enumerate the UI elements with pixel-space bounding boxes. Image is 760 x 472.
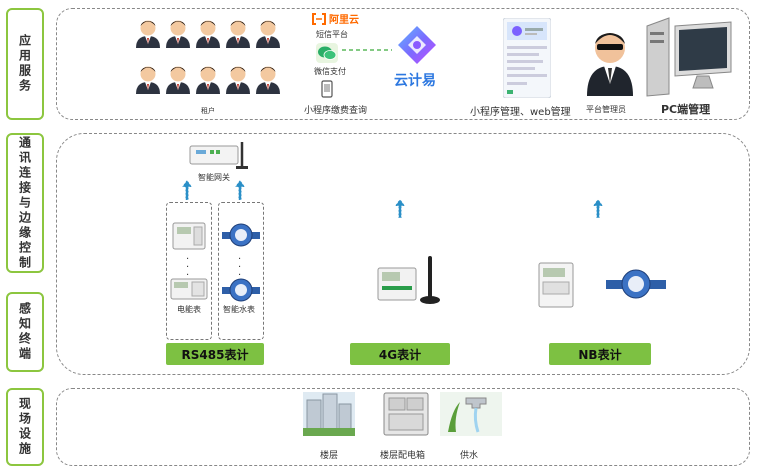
pc-computer-icon bbox=[646, 17, 732, 97]
mini-program-query-label: 小程序缴费查询 bbox=[304, 106, 368, 116]
electric-meter-icon bbox=[170, 278, 208, 300]
electric-meter-icon bbox=[172, 222, 206, 250]
platform-admin-label: 平台管理员 bbox=[586, 105, 626, 114]
sidebar-onsite-label: 现场设施 bbox=[17, 397, 32, 457]
connector-line bbox=[342, 49, 392, 51]
admin-avatar-icon bbox=[587, 33, 633, 96]
aliyun-label: 阿里云 bbox=[329, 15, 359, 26]
sidebar-onsite: 现场设施 bbox=[6, 388, 44, 466]
user-avatar-icon bbox=[226, 66, 250, 94]
arrow-up-icon bbox=[234, 179, 246, 201]
mini-program-screen-icon bbox=[503, 18, 551, 98]
sidebar-app-services-label: 应用服务 bbox=[17, 34, 32, 94]
nb-electric-meter-icon bbox=[538, 262, 574, 308]
users-group bbox=[136, 20, 280, 94]
wechat-pay-label: 微信支付 bbox=[314, 67, 346, 76]
arrow-up-icon bbox=[592, 198, 604, 219]
cloud-brand-label: 云计易 bbox=[394, 73, 436, 89]
sidebar-app-services: 应用服务 bbox=[6, 8, 44, 120]
zone-comm-terminal bbox=[56, 133, 750, 375]
mini-web-label: 小程序管理、web管理 bbox=[470, 107, 571, 118]
sms-platform-label: 短信平台 bbox=[316, 30, 348, 39]
sidebar-terminal: 感知终端 bbox=[6, 292, 44, 372]
user-avatar-icon bbox=[226, 20, 250, 48]
water-meter-icon bbox=[222, 278, 260, 302]
4g-meter-icon bbox=[377, 256, 440, 304]
building-label: 楼层 bbox=[320, 451, 339, 461]
ellipsis-icon: ··· bbox=[238, 254, 242, 281]
ellipsis-icon: ··· bbox=[186, 254, 190, 281]
user-avatar-icon bbox=[136, 66, 160, 94]
user-avatar-icon bbox=[196, 20, 220, 48]
cloud-logo-icon bbox=[398, 26, 436, 64]
sidebar-comm-edge-label: 通讯连接与边缘控制 bbox=[17, 135, 32, 271]
nb-meter-button: NB表计 bbox=[549, 343, 651, 365]
user-avatar-icon bbox=[256, 20, 280, 48]
user-avatar-icon bbox=[196, 66, 220, 94]
zone-app-services bbox=[56, 8, 750, 120]
user-avatar-icon bbox=[256, 66, 280, 94]
sidebar-comm-edge: 通讯连接与边缘控制 bbox=[6, 133, 44, 273]
wechat-icon bbox=[316, 43, 338, 63]
pc-management-label: PC端管理 bbox=[661, 103, 711, 116]
water-supply-icon bbox=[440, 392, 502, 436]
distribution-box-label: 楼层配电箱 bbox=[380, 451, 426, 461]
smart-gateway-label: 智能网关 bbox=[198, 173, 230, 182]
nb-water-meter-icon bbox=[606, 269, 666, 299]
user-avatar-icon bbox=[166, 20, 190, 48]
electric-meter-group bbox=[166, 202, 212, 340]
4g-meter-button: 4G表计 bbox=[350, 343, 450, 365]
electric-meter-label: 电能表 bbox=[177, 305, 201, 314]
users-label: 租户 bbox=[201, 107, 215, 115]
rs485-meter-button: RS485表计 bbox=[166, 343, 264, 365]
arrow-up-icon bbox=[181, 179, 193, 201]
arrow-up-icon bbox=[394, 198, 406, 219]
water-meter-icon bbox=[222, 223, 260, 247]
building-icon bbox=[303, 392, 355, 436]
distribution-box-icon bbox=[383, 392, 429, 436]
water-supply-label: 供水 bbox=[460, 451, 479, 461]
user-avatar-icon bbox=[136, 20, 160, 48]
smart-gateway-icon bbox=[189, 142, 248, 169]
sidebar-terminal-label: 感知终端 bbox=[17, 302, 32, 362]
phone-icon bbox=[321, 80, 333, 98]
aliyun-bracket-icon bbox=[312, 12, 326, 25]
smart-water-meter-label: 智能水表 bbox=[223, 305, 255, 314]
aliyun-logo: 阿里云 bbox=[311, 11, 359, 26]
user-avatar-icon bbox=[166, 66, 190, 94]
zone-onsite bbox=[56, 388, 750, 466]
water-meter-group bbox=[218, 202, 264, 340]
